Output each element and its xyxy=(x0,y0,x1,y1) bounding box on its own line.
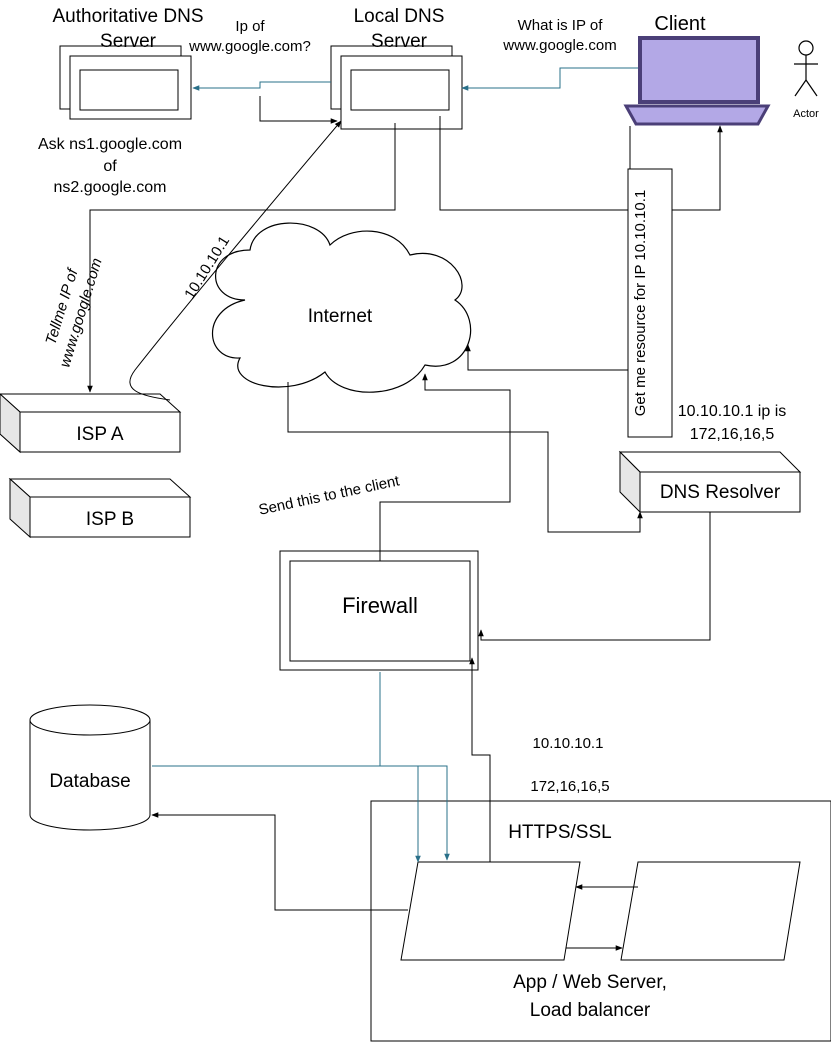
database-cylinder: Database xyxy=(29,704,151,831)
dns-resolver-box: DNS Resolver xyxy=(618,450,802,514)
label-what-is-ip-line1: What is IP of xyxy=(518,17,604,34)
local-dns-server: Local DNS Server xyxy=(330,6,463,130)
edge-app-to-database xyxy=(151,812,408,911)
isp-b-label: ISP B xyxy=(86,509,134,530)
label-ask-ns-line3: ns2.google.com xyxy=(54,179,167,196)
isp-a-label: ISP A xyxy=(76,424,124,445)
label-ask-ns-line2: of xyxy=(103,158,117,175)
edge-client-to-local xyxy=(461,67,638,91)
edge-local-to-isp-a xyxy=(87,123,396,393)
teal-connectors xyxy=(152,67,638,863)
label-resolved-ip-line1: 10.10.10.1 ip is xyxy=(678,403,787,420)
label-what-is-ip-line2: www.google.com xyxy=(502,37,616,54)
isp-a-box: ISP A xyxy=(0,393,182,454)
actor-label: Actor xyxy=(793,108,819,120)
label-ask-ns-line1: Ask ns1.google.com xyxy=(38,136,182,153)
load-balancer-node xyxy=(620,861,801,961)
label-ip-of-line2: www.google.com? xyxy=(188,38,311,55)
label-get-resource-box: Get me resource for IP 10.10.10.1 xyxy=(627,168,673,438)
database-label: Database xyxy=(49,771,130,792)
firewall-box: Firewall xyxy=(279,550,479,671)
edge-app-to-firewall xyxy=(469,657,491,862)
edge-firewall-to-internet xyxy=(379,373,511,561)
app-server-label-line1: App / Web Server, xyxy=(513,972,667,993)
internet-label: Internet xyxy=(308,306,373,327)
edge-auth-to-local xyxy=(259,96,338,124)
internet-cloud: Internet xyxy=(211,222,472,393)
isp-b-box: ISP B xyxy=(8,477,192,539)
app-server-label-line2: Load balancer xyxy=(530,1000,651,1021)
label-get-resource: Get me resource for IP 10.10.10.1 xyxy=(632,190,649,417)
edge-firewall-to-app-2 xyxy=(380,765,450,861)
https-ssl-label: HTTPS/SSL xyxy=(508,822,611,843)
label-ip-of-line1: Ip of xyxy=(235,18,265,35)
https-ssl-group: HTTPS/SSL App / Web Server, Load balance… xyxy=(370,800,831,1042)
laptop-screen xyxy=(638,36,760,104)
authoritative-dns-server: Authoritative DNS Server xyxy=(52,6,204,120)
edge-client-to-internet xyxy=(465,126,631,371)
label-tell-me-ip: Tellme IP of www.google.com xyxy=(42,256,105,369)
client-title: Client xyxy=(654,13,706,35)
auth-dns-title-line2: Server xyxy=(100,31,157,52)
actor-figure xyxy=(794,40,818,97)
firewall-label: Firewall xyxy=(342,593,418,618)
local-dns-title-line2: Server xyxy=(371,31,428,52)
edge-local-to-auth xyxy=(192,81,331,91)
edge-firewall-to-database xyxy=(152,672,381,767)
label-resolved-ip-line2: 172,16,16,5 xyxy=(690,426,775,443)
dns-resolver-label: DNS Resolver xyxy=(660,482,781,503)
edge-internet-to-dns-resolver xyxy=(287,382,643,533)
local-dns-title-line1: Local DNS xyxy=(354,6,445,27)
edge-dns-resolver-to-firewall xyxy=(478,512,711,641)
client-laptop: Client xyxy=(623,13,771,126)
laptop-base xyxy=(623,104,771,126)
edge-local-to-client xyxy=(439,116,723,211)
label-fw-ip2: 172,16,16,5 xyxy=(530,778,609,795)
black-connectors xyxy=(87,96,723,951)
label-fw-ip1: 10.10.10.1 xyxy=(533,735,604,752)
app-server-node xyxy=(400,861,581,961)
auth-dns-title-line1: Authoritative DNS xyxy=(52,6,203,27)
edge-isp-a-to-local xyxy=(129,120,342,401)
